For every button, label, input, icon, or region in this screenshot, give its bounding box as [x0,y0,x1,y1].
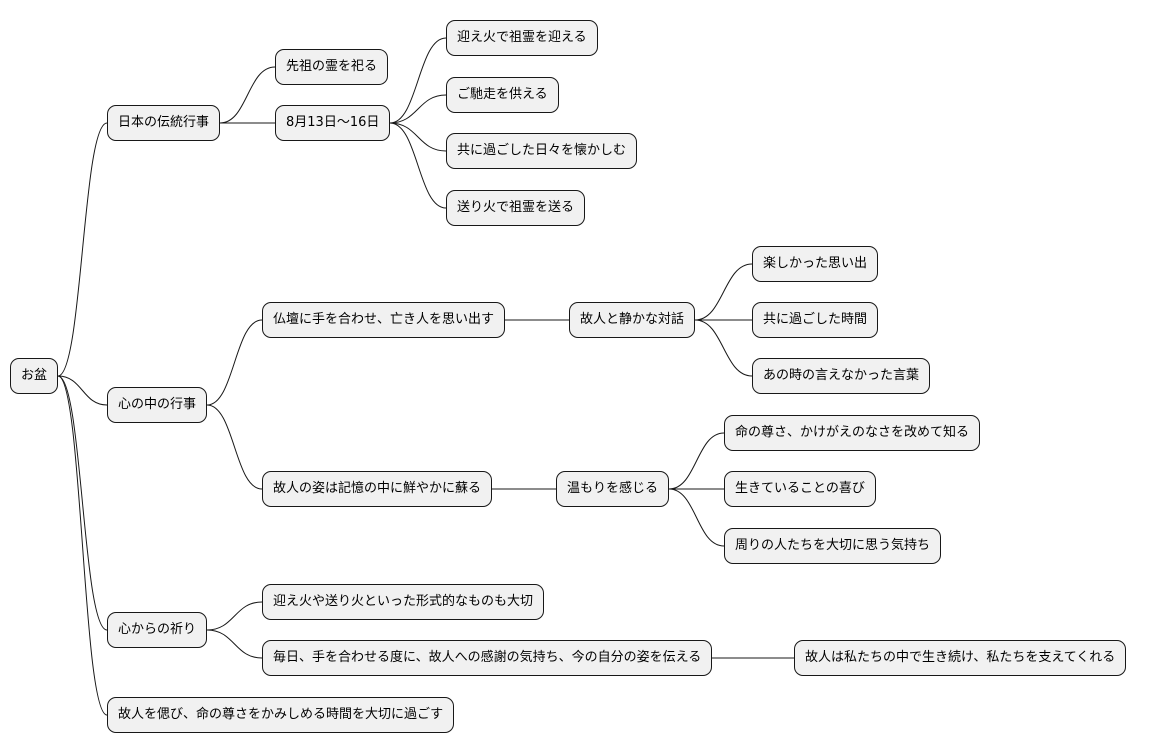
connector-line [694,263,753,321]
node-offer-feast: ご馳走を供える [446,77,559,113]
node-vivid-memory: 故人の姿は記憶の中に鮮やかに蘇る [262,471,493,507]
node-time-together: 共に過ごした時間 [752,302,879,338]
connector-line [219,66,276,124]
node-welcome-fire: 迎え火で祖霊を迎える [446,20,598,56]
branch-inner-event: 心の中の行事 [107,387,208,423]
connector-line [389,122,447,152]
node-live-on-within-us: 故人は私たちの中で生き続け、私たちを支えてくれる [794,640,1127,676]
connector-line [57,122,108,377]
connector-line [668,488,725,547]
connector-line [206,404,263,490]
node-fun-memories: 楽しかった思い出 [752,246,879,282]
connector-line [57,375,108,631]
connector-line [206,319,263,406]
node-pray-at-altar: 仏壇に手を合わせ、亡き人を思い出す [262,302,506,338]
connector-line [389,122,447,209]
node-preciousness-of-life: 命の尊さ、かけがえのなさを改めて知る [724,415,981,451]
connector-line [389,37,447,124]
connector-line [668,432,725,490]
connector-line [389,94,447,124]
node-unsaid-words: あの時の言えなかった言葉 [752,358,931,394]
connector-line [57,375,108,406]
branch-traditional-event: 日本の伝統行事 [107,105,221,141]
connector-line [694,319,753,377]
node-daily-gratitude: 毎日、手を合わせる度に、故人への感謝の気持ち、今の自分の姿を伝える [262,640,713,676]
node-cherish-others: 周りの人たちを大切に思う気持ち [724,528,942,564]
node-feel-warmth: 温もりを感じる [556,471,670,507]
node-quiet-dialogue: 故人と静かな対話 [569,302,696,338]
connector-line [206,629,263,659]
node-ancestor-spirits: 先祖の霊を祀る [275,49,389,85]
connector-line [57,375,108,716]
branch-heartfelt-prayer: 心からの祈り [107,612,208,648]
node-date-range: 8月13日〜16日 [275,105,391,141]
node-reminisce-days: 共に過ごした日々を懐かしむ [446,133,638,169]
node-formal-rituals: 迎え火や送り火といった形式的なものも大切 [262,584,545,620]
root-node: お盆 [10,358,59,394]
node-sendoff-fire: 送り火で祖霊を送る [446,190,586,226]
branch-cherish-time: 故人を偲び、命の尊さをかみしめる時間を大切に過ごす [107,697,455,733]
node-joy-of-living: 生きていることの喜び [724,471,876,507]
connector-line [206,601,263,631]
